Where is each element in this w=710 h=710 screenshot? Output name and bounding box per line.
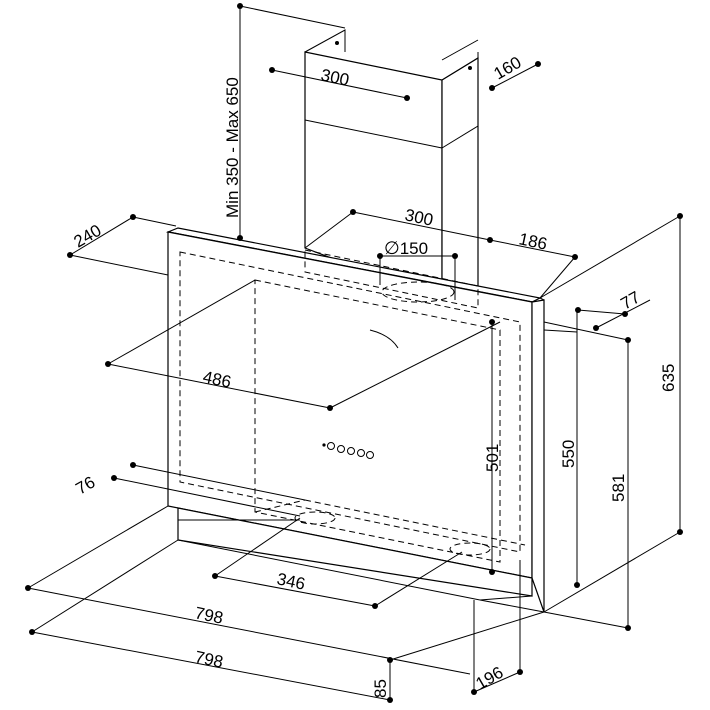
label-glass-thickness: 77 [618,288,644,314]
label-side-height: 550 [559,440,578,468]
label-hood-depth: 240 [71,221,105,252]
label-width-b: 798 [193,647,225,671]
dimension-lines [25,3,683,703]
control-buttons [322,442,374,459]
label-overall-height: 581 [609,474,628,502]
label-chimney-depth: 160 [491,53,525,84]
label-width-a: 798 [193,603,225,627]
hood-body [165,227,545,613]
label-inner-height: 501 [483,444,502,472]
label-outlet-offset: 186 [517,229,549,253]
chimney [304,29,479,301]
dimension-labels: Min 350 - Max 650 300 160 240 300 ∅150 1… [71,53,679,698]
label-outlet-diameter: ∅150 [384,238,428,258]
label-total-height: 635 [659,364,678,392]
label-base-height: 85 [371,679,390,698]
label-chimney-height: Min 350 - Max 650 [223,77,242,218]
label-bottom-depth: 76 [73,473,99,499]
label-base-depth: 196 [473,663,507,694]
label-bottom-width: 346 [275,569,307,593]
